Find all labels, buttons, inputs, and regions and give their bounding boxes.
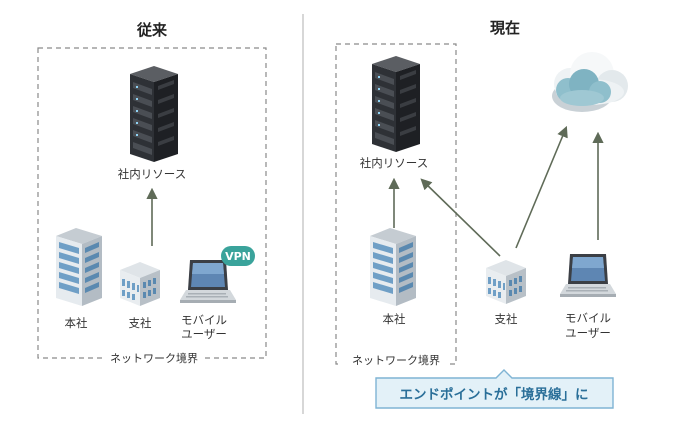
right-resource-label: 社内リソース bbox=[360, 156, 428, 170]
endpoint-callout-text: エンドポイントが「境界線」に bbox=[400, 386, 589, 403]
endpoint-callout-box bbox=[375, 369, 614, 409]
server-rack-icon bbox=[130, 66, 178, 162]
left-title: 従来 bbox=[136, 21, 168, 39]
right-branch-cloud-arrow bbox=[515, 125, 568, 249]
left-boundary-label-bg bbox=[104, 350, 204, 366]
left-resource-label: 社内リソース bbox=[118, 167, 186, 181]
right-boundary-label-bg bbox=[342, 352, 450, 368]
office-tower-icon bbox=[370, 228, 416, 306]
right-hq-label: 本社 bbox=[383, 312, 406, 326]
right-boundary-label: ネットワーク境界 bbox=[352, 353, 440, 367]
branch-building-icon bbox=[120, 262, 160, 306]
cloud-icon bbox=[552, 52, 628, 112]
right-title: 現在 bbox=[490, 19, 520, 37]
vpn-badge-text: VPN bbox=[225, 250, 251, 263]
left-boundary-label: ネットワーク境界 bbox=[110, 351, 198, 365]
vpn-badge bbox=[221, 246, 255, 266]
right-branch-label: 支社 bbox=[495, 312, 518, 326]
server-rack-icon bbox=[372, 56, 420, 152]
right-mobile-label-2: ユーザー bbox=[565, 326, 611, 340]
right-branch-resource-arrow bbox=[420, 178, 501, 257]
left-mobile-label-2: ユーザー bbox=[181, 327, 227, 341]
laptop-icon bbox=[180, 260, 236, 303]
laptop-icon bbox=[560, 254, 616, 297]
left-mobile-label-1: モバイル bbox=[181, 313, 227, 327]
branch-building-icon bbox=[486, 260, 526, 304]
right-mobile-label-1: モバイル bbox=[565, 311, 611, 325]
left-branch-label: 支社 bbox=[129, 316, 152, 330]
left-hq-label: 本社 bbox=[65, 316, 88, 330]
office-tower-icon bbox=[56, 228, 102, 306]
